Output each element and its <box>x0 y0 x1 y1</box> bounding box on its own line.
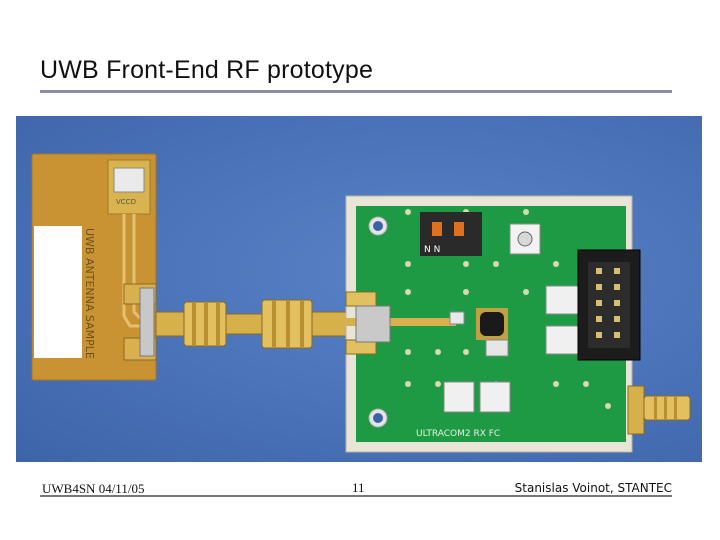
footer-date: UWB4SN 04/11/05 <box>42 481 145 496</box>
uwb-antenna-board: VCCD UWB ANTENNA SAMPLE <box>31 153 157 381</box>
rf-pcb-board: N N <box>345 195 691 453</box>
prototype-photo-drawing: VCCD UWB ANTENNA SAMPLE <box>31 153 691 453</box>
sma-connector-chain <box>155 299 347 349</box>
antenna-chip-label: VCCD <box>116 198 136 206</box>
footer-author: Stanislas Voinot, STANTEC <box>514 481 672 495</box>
page-number: 11 <box>352 480 365 495</box>
slide-title: UWB Front-End RF prototype <box>40 56 374 84</box>
antenna-white-label <box>34 226 82 358</box>
antenna-sample-text: UWB ANTENNA SAMPLE <box>83 228 96 359</box>
footer-rule <box>40 495 672 497</box>
pcb-silkscreen-label: ULTRACOM2 RX FC <box>416 429 500 439</box>
title-underline <box>40 90 672 93</box>
prototype-photo: VCCD UWB ANTENNA SAMPLE <box>16 116 702 462</box>
dip-switch-label: N N <box>424 245 440 255</box>
